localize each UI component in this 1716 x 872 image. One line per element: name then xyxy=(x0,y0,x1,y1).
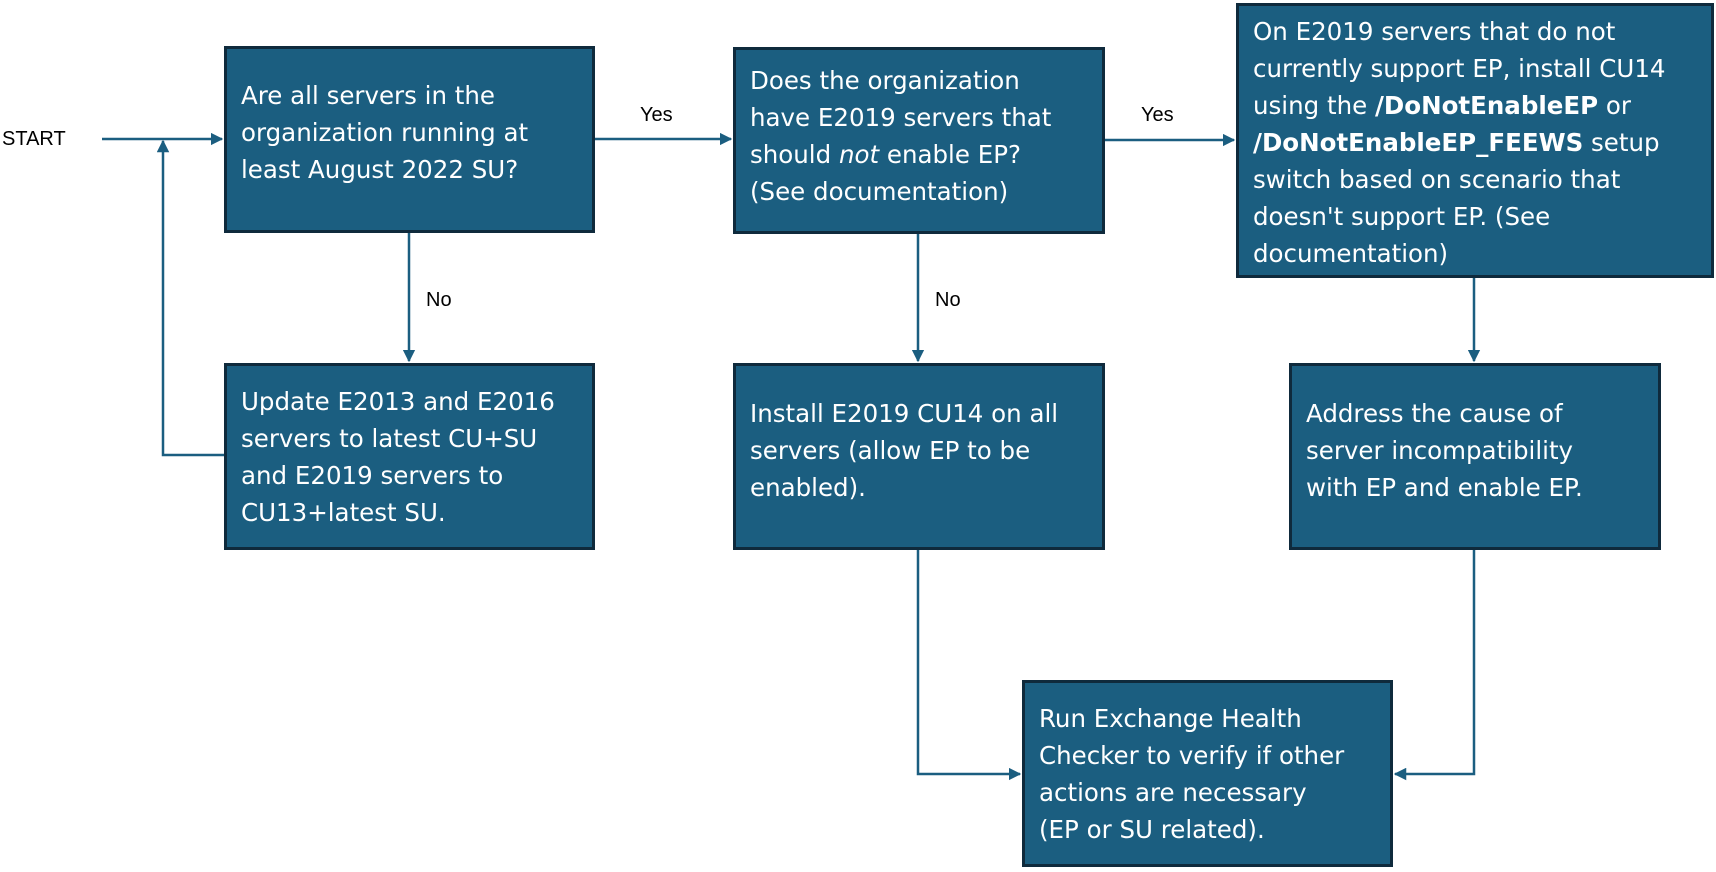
action-node-install-cu14-donotenableep: On E2019 servers that do not currently s… xyxy=(1236,3,1714,278)
edge-label-n2-yes: Yes xyxy=(1141,104,1174,126)
node-text-line: have E2019 servers that xyxy=(750,102,1052,132)
node-text-line: least August 2022 SU? xyxy=(241,155,519,184)
setup-switch-donotenableep-feews: /DoNotEnableEP_FEEWS xyxy=(1253,128,1584,157)
node-text-line: doesn't support EP. (See xyxy=(1253,202,1551,231)
node-text-line: CU13+latest SU. xyxy=(241,497,446,527)
decision-node-e2019-not-enable-ep: Does the organization have E2019 servers… xyxy=(733,47,1105,234)
decision-node-august-2022-su: Are all servers in the organization runn… xyxy=(224,46,595,233)
node-text-line: actions are necessary xyxy=(1039,777,1307,807)
node-text-line: using the /DoNotEnableEP or xyxy=(1253,87,1699,124)
action-node-install-cu14-all: Install E2019 CU14 on all servers (allow… xyxy=(733,363,1105,550)
node-text-line: Checker to verify if other xyxy=(1039,740,1345,770)
node-text-line: currently support EP, install CU14 xyxy=(1253,54,1666,83)
node-text-line: with EP and enable EP. xyxy=(1306,473,1583,502)
node-text-fragment: should xyxy=(750,139,839,169)
node-text-fragment: or xyxy=(1598,91,1631,120)
node-text-line: /DoNotEnableEP_FEEWS setup xyxy=(1253,124,1699,161)
action-node-run-health-checker: Run Exchange Health Checker to verify if… xyxy=(1022,680,1393,867)
node-text-fragment: using the xyxy=(1253,91,1375,120)
edge-n6-to-n7 xyxy=(1393,550,1476,781)
edge-n5-to-n7 xyxy=(916,550,1022,781)
node-text-line: switch based on scenario that xyxy=(1253,165,1621,194)
node-text-line: Address the cause of xyxy=(1306,399,1563,428)
node-text-line: (See documentation) xyxy=(750,176,1009,206)
start-label: START xyxy=(2,128,66,150)
node-text-line: servers (allow EP to be xyxy=(750,436,1031,465)
node-text-line: On E2019 servers that do not xyxy=(1253,17,1616,46)
node-text-fragment: setup xyxy=(1583,128,1660,157)
edge-label-n1-yes: Yes xyxy=(640,104,673,126)
action-node-address-incompatibility: Address the cause of server incompatibil… xyxy=(1289,363,1661,550)
node-text-line: Run Exchange Health xyxy=(1039,703,1302,733)
node-text-line: Are all servers in the xyxy=(241,81,496,110)
node-text-line: (EP or SU related). xyxy=(1039,814,1265,844)
node-text-line: Does the organization xyxy=(750,65,1020,95)
setup-switch-donotenableep: /DoNotEnableEP xyxy=(1374,91,1599,120)
node-text-line: Update E2013 and E2016 xyxy=(241,386,555,416)
edge-n4-loop-to-n1 xyxy=(156,139,224,457)
node-text-line: servers to latest CU+SU xyxy=(241,423,538,453)
node-text-fragment: enable EP? xyxy=(879,139,1021,169)
edge-label-n2-no: No xyxy=(935,289,961,311)
action-node-update-servers: Update E2013 and E2016 servers to latest… xyxy=(224,363,595,550)
node-text-line: enabled). xyxy=(750,473,866,502)
node-text-line: Install E2019 CU14 on all xyxy=(750,399,1059,428)
node-text-line: documentation) xyxy=(1253,239,1449,268)
node-text-line: should not enable EP? xyxy=(750,136,1090,173)
node-text-line: server incompatibility xyxy=(1306,436,1574,465)
edge-label-n1-no: No xyxy=(426,289,452,311)
node-text-line: organization running at xyxy=(241,118,529,147)
node-text-emphasis: not xyxy=(838,139,880,169)
node-text-line: and E2019 servers to xyxy=(241,460,504,490)
